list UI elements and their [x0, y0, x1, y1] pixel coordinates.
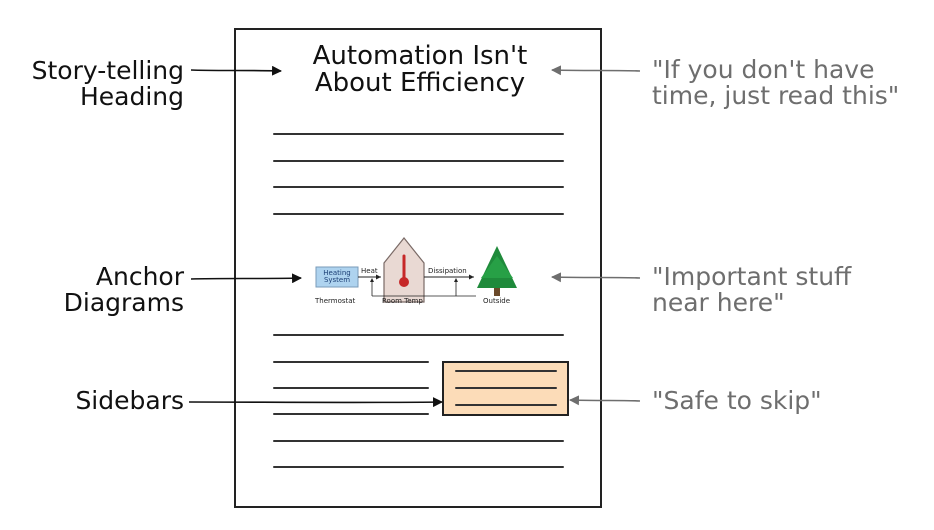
sidebar-lines	[455, 370, 557, 406]
thermometer-bulb	[399, 277, 409, 287]
sidebar-quote-arrow	[569, 395, 641, 406]
label-anchor-diagrams: Anchor Diagrams	[12, 264, 184, 316]
label-skip-quote: "Safe to skip"	[652, 386, 822, 415]
heat-label: Heat	[361, 267, 378, 275]
label-heading-quote: "If you don't have time, just read this"	[652, 57, 932, 109]
text-lines-bottom	[273, 334, 564, 468]
label-storytelling-heading: Story-telling Heading	[12, 58, 184, 110]
label-important-quote: "Important stuff near here"	[652, 264, 932, 316]
diagram-text: System	[323, 276, 351, 284]
heating-system-label: Heating System	[318, 270, 356, 284]
label-line: near here"	[652, 288, 785, 317]
heading-quote-arrow	[551, 65, 641, 76]
label-line: Story-telling	[31, 56, 184, 85]
label-line: "Important stuff	[652, 262, 852, 291]
label-line: Anchor	[95, 262, 184, 291]
tree-icon	[477, 246, 517, 296]
label-line: "If you don't have	[652, 55, 875, 84]
diagram-text: Heating	[323, 269, 351, 277]
control-loop-line	[371, 280, 476, 297]
text-lines-top	[273, 133, 564, 215]
outside-label: Outside	[483, 297, 511, 305]
label-line: Heading	[79, 82, 184, 111]
thermostat-label: Thermostat	[315, 297, 356, 305]
anchor-diagram	[315, 237, 517, 303]
heading-pointer-arrow	[190, 65, 282, 76]
room-temp-label: Room Temp	[382, 297, 423, 305]
dissipation-label: Dissipation	[428, 267, 467, 275]
label-sidebars: Sidebars	[75, 386, 184, 415]
anchor-quote-arrow	[551, 272, 641, 283]
page-title-line-2: About Efficiency	[314, 68, 526, 98]
page-title-line-1: Automation Isn't	[312, 41, 528, 71]
label-line: time, just read this"	[652, 81, 900, 110]
diagram-pointer-arrow	[190, 273, 302, 284]
label-line: Diagrams	[63, 288, 184, 317]
page-title: Automation Isn't About Efficiency	[238, 43, 602, 97]
